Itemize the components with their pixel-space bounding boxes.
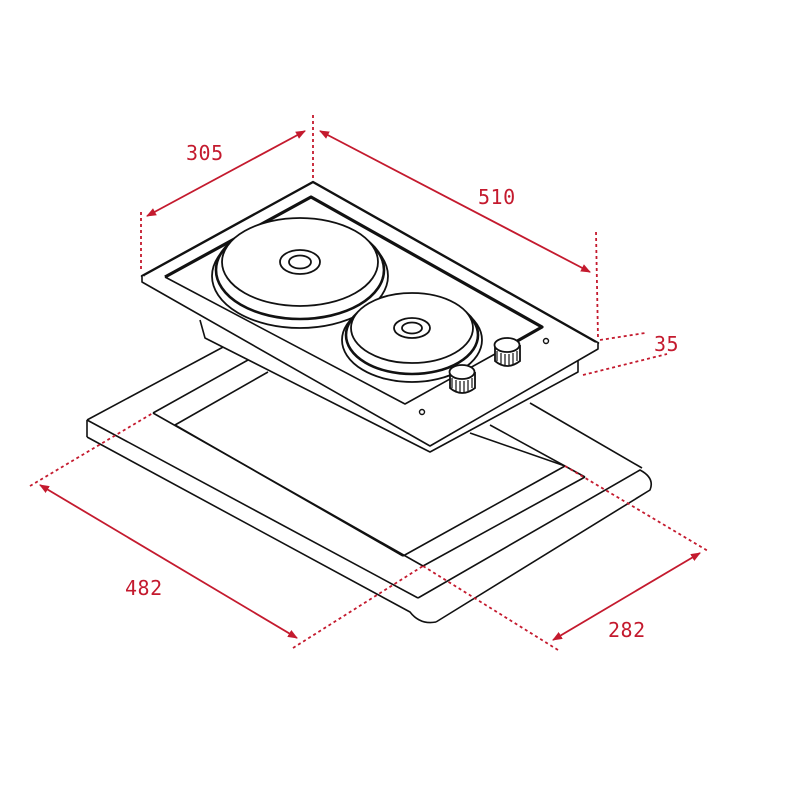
dimension-height-label: 35 [654,332,680,356]
screw [542,337,550,345]
control-knob [493,337,521,367]
control-knob [448,364,476,394]
dimension-depth-label: 305 [186,141,224,165]
dimension-cutout-depth-label: 282 [608,618,646,642]
dimension-cutout-width-label: 482 [125,576,163,600]
screw [418,408,426,416]
dimension-lines [29,115,709,651]
hotplate-small [341,292,483,383]
dimension-width-label: 510 [478,185,516,209]
worktop [86,337,653,624]
